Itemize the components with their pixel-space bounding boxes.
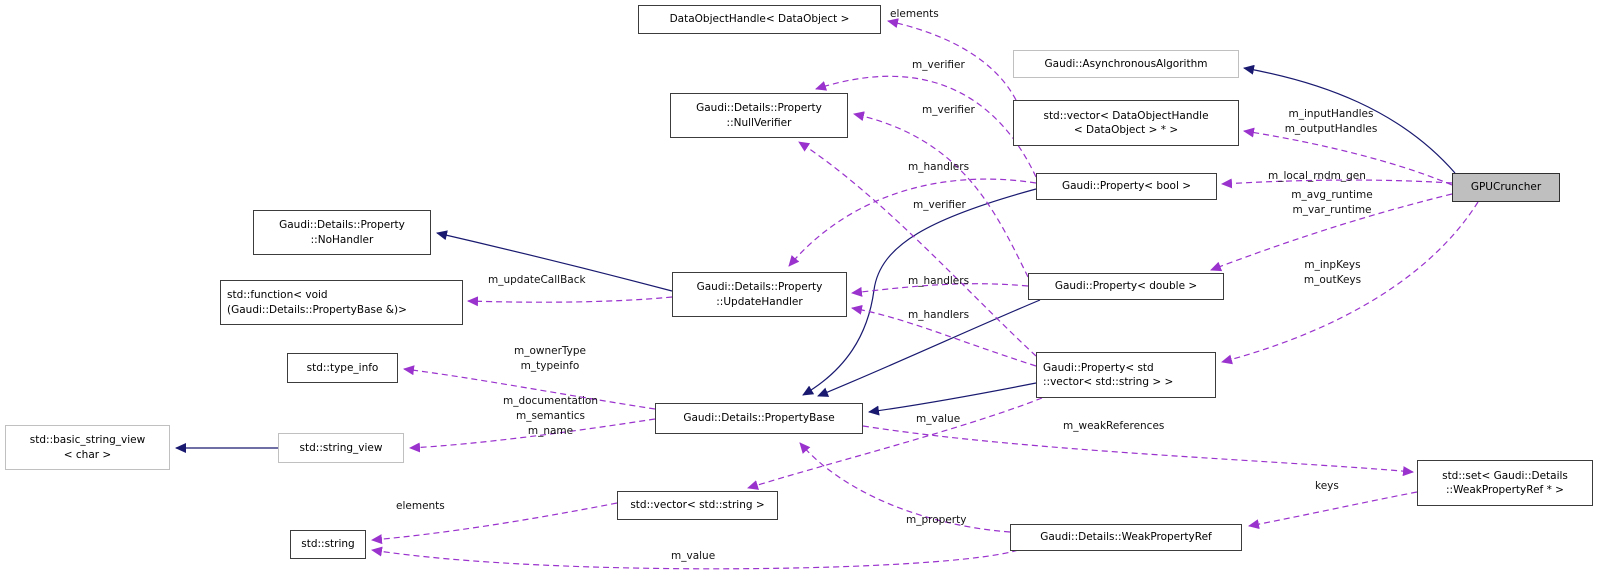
edge-mhandlers-propbool-updatehandler [788, 178, 1037, 267]
edge-label-m-inp-out-keys: m_inpKeys m_outKeys [1303, 259, 1362, 286]
edge-label-m-value-2: m_value [671, 550, 716, 562]
class-node-basicstringview[interactable]: std::basic_string_view < char > [5, 425, 170, 470]
edge-label-m-ownertype: m_ownerType m_typeinfo [513, 345, 587, 372]
edge-elements-vectordoh-dataobjecthandle [887, 18, 1017, 101]
edge-elements-vectorstring-stdstring [371, 502, 618, 545]
edge-keys-stdset-weakpropertyref [1248, 491, 1418, 530]
edge-label-keys: keys [1315, 480, 1339, 492]
edge-minputhandles-gpucruncher-vectordoh [1243, 127, 1453, 186]
class-node-asynchronousalgorithm[interactable]: Gaudi::AsynchronousAlgorithm [1013, 50, 1239, 78]
edge-inherit-propdouble-propertybase [817, 299, 1041, 397]
class-node-propertybase[interactable]: Gaudi::Details::PropertyBase [655, 403, 863, 434]
edge-mverifier-propvecstring-nullverifier [798, 141, 1037, 357]
edge-mvalue-weakpropertyref-stdstring [371, 546, 1019, 570]
class-node-dataobjecthandle[interactable]: DataObjectHandle< DataObject > [638, 5, 881, 34]
class-node-vector-string[interactable]: std::vector< std::string > [617, 491, 778, 520]
edge-mdocs-propertybase-stringview [409, 418, 656, 453]
class-node-property-vector-string[interactable]: Gaudi::Property< std ::vector< std::stri… [1036, 352, 1216, 398]
class-node-vector-dataobjecthandle[interactable]: std::vector< DataObjectHandle < DataObje… [1013, 100, 1239, 146]
edge-mkeys-gpucruncher-propvecstring [1221, 201, 1479, 365]
edge-label-m-weakreferences: m_weakReferences [1063, 420, 1165, 432]
edge-label-elements-top: elements [890, 8, 939, 20]
edge-inherit-gpucruncher-asyncalgorithm [1243, 64, 1456, 174]
class-node-property-double[interactable]: Gaudi::Property< double > [1028, 273, 1224, 300]
edge-mweakreferences-propertybase-stdset [862, 425, 1414, 477]
class-node-typeinfo[interactable]: std::type_info [287, 353, 398, 383]
edge-mvalue-propvecstring-vectorstring [747, 397, 1043, 490]
edge-mupdatecallback-updatehandler-stdfunction [467, 296, 673, 307]
class-node-gpucruncher[interactable]: GPUCruncher [1452, 173, 1560, 202]
edge-label-m-inputhandles: m_inputHandles m_outputHandles [1284, 108, 1378, 135]
edge-label-m-runtime: m_avg_runtime m_var_runtime [1291, 189, 1373, 216]
edge-mproperty-weakpropertyref-propertybase [799, 442, 1011, 533]
class-node-stdfunction[interactable]: std::function< void (Gaudi::Details::Pro… [220, 280, 463, 325]
edge-mverifier-propdouble-nullverifier [853, 111, 1029, 278]
class-node-nohandler[interactable]: Gaudi::Details::Property ::NoHandler [253, 210, 431, 255]
edge-mruntime-gpucruncher-propdouble [1210, 193, 1453, 272]
edge-mhandlers-propvecstring-updatehandler [851, 304, 1037, 367]
edge-label-m-property: m_property [906, 514, 967, 526]
edge-label-m-verifier-1: m_verifier [912, 59, 965, 71]
edge-label-m-handlers-1: m_handlers [908, 161, 970, 173]
edge-label-m-handlers-2: m_handlers [908, 275, 970, 287]
edge-label-m-docs: m_documentation m_semantics m_name [502, 395, 598, 437]
edge-label-m-value-1: m_value [916, 413, 961, 425]
edge-inherit-updatehandler-nohandler [436, 230, 673, 292]
class-node-nullverifier[interactable]: Gaudi::Details::Property ::NullVerifier [670, 93, 848, 138]
class-node-stringview[interactable]: std::string_view [278, 433, 404, 463]
class-node-stdstring[interactable]: std::string [290, 530, 366, 559]
edge-inherit-propbool-propertybase [802, 188, 1037, 396]
edge-label-m-handlers-3: m_handlers [908, 309, 970, 321]
edge-label-m-verifier-2: m_verifier [922, 104, 975, 116]
class-node-property-bool[interactable]: Gaudi::Property< bool > [1036, 173, 1217, 200]
edge-inherit-propvecstring-propertybase [868, 382, 1037, 416]
class-node-stdset-weakpropertyref[interactable]: std::set< Gaudi::Details ::WeakPropertyR… [1417, 460, 1593, 506]
class-node-weakpropertyref[interactable]: Gaudi::Details::WeakPropertyRef [1010, 524, 1242, 551]
edge-label-m-updatecallback: m_updateCallBack [488, 274, 586, 286]
edge-mverifier-propbool-nullverifier [815, 75, 1037, 178]
edge-label-m-verifier-3: m_verifier [913, 199, 966, 211]
class-node-updatehandler[interactable]: Gaudi::Details::Property ::UpdateHandler [672, 272, 847, 317]
edge-label-elements-bottom: elements [396, 500, 445, 512]
edge-mownertype-propertybase-typeinfo [403, 365, 656, 410]
edge-mhandlers-propdouble-updatehandler [851, 283, 1029, 297]
edge-label-m-local-rndm-gen: m_local_rndm_gen [1268, 170, 1366, 182]
edge-mlocalrndmgen-gpucruncher-propbool [1221, 178, 1453, 189]
